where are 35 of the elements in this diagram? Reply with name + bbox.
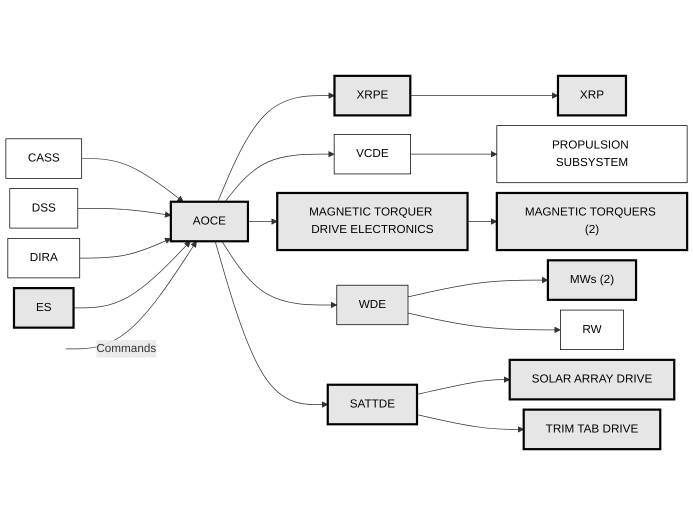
arrow [79, 238, 172, 258]
arrow [408, 312, 561, 334]
node-box: DIRA [7, 238, 80, 278]
arrow [81, 158, 184, 202]
node-box: XRP [556, 74, 628, 116]
edge-label: Commands [96, 342, 156, 355]
arrow [65, 240, 197, 350]
node-box: MAGNETIC TORQUERS (2) [496, 192, 688, 252]
node-box: MAGNETIC TORQUER DRIVE ELECTRONICS [276, 192, 469, 252]
node-box: AOCE [170, 200, 250, 242]
node-box: MWs (2) [546, 259, 638, 301]
arrow [410, 92, 558, 99]
arrow [217, 92, 335, 202]
node-box: SATTDE [326, 384, 418, 426]
node-box: SOLAR ARRAY DRIVE [508, 358, 676, 400]
arrow [222, 240, 338, 308]
node-box: VCDE [334, 134, 411, 174]
arrow [224, 150, 334, 202]
arrow [416, 414, 524, 433]
arrow [416, 376, 510, 395]
node-box: ES [12, 287, 75, 329]
arrow [248, 218, 278, 225]
node-box: PROPULSION SUBSYSTEM [496, 125, 688, 184]
arrow [408, 276, 548, 298]
node-box: TRIM TAB DRIVE [522, 408, 662, 450]
node-box: WDE [336, 284, 408, 326]
arrow [73, 240, 191, 308]
node-box: DSS [9, 188, 78, 228]
arrow [77, 208, 172, 218]
arrow [467, 218, 498, 225]
node-box: RW [560, 310, 624, 350]
arrow [410, 150, 498, 158]
arrow [214, 240, 328, 408]
node-box: XRPE [333, 74, 412, 116]
node-box: CASS [6, 138, 82, 179]
